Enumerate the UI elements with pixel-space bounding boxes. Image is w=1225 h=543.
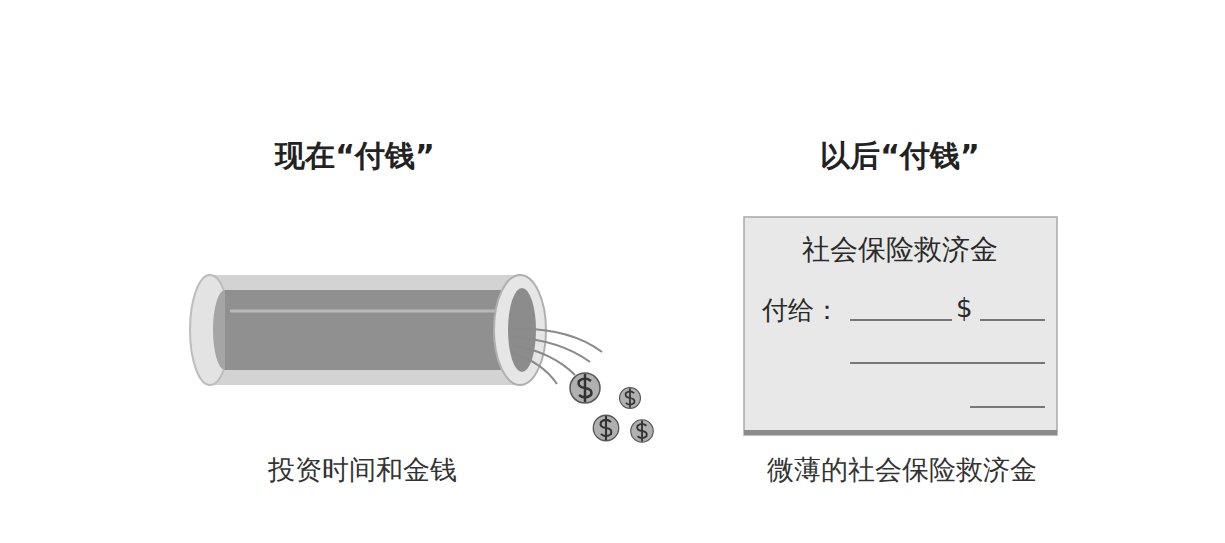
check-illustration: [744, 217, 1057, 435]
check-title: 社会保险救济金: [802, 231, 998, 269]
pipe-left-end: [190, 275, 230, 385]
payee-label: 付给：: [762, 293, 840, 328]
pipe-body: [210, 275, 520, 385]
motion-line: [512, 329, 602, 352]
blank-line: [850, 362, 1045, 364]
caption: 微薄的社会保险救济金: [767, 452, 1037, 488]
blank-line: [850, 319, 952, 321]
check-paper: [744, 217, 1057, 435]
pipe-illustration: [190, 275, 653, 442]
pipe-inner: [225, 290, 520, 370]
dollar-sign: $: [956, 293, 973, 323]
pipe-highlight: [230, 310, 515, 313]
check-box: 社会保险救济金付给： $: [744, 217, 1057, 435]
pipe-inner-left: [213, 290, 225, 370]
motion-line: [512, 353, 557, 384]
money-symbols: [570, 373, 653, 442]
check-bottom-bar: [744, 430, 1057, 435]
heading: 以后“付钱”: [820, 136, 979, 177]
blank-line: [970, 406, 1045, 408]
heading: 现在“付钱”: [275, 136, 434, 177]
caption: 投资时间和金钱: [268, 452, 457, 488]
blank-line: [980, 319, 1045, 321]
